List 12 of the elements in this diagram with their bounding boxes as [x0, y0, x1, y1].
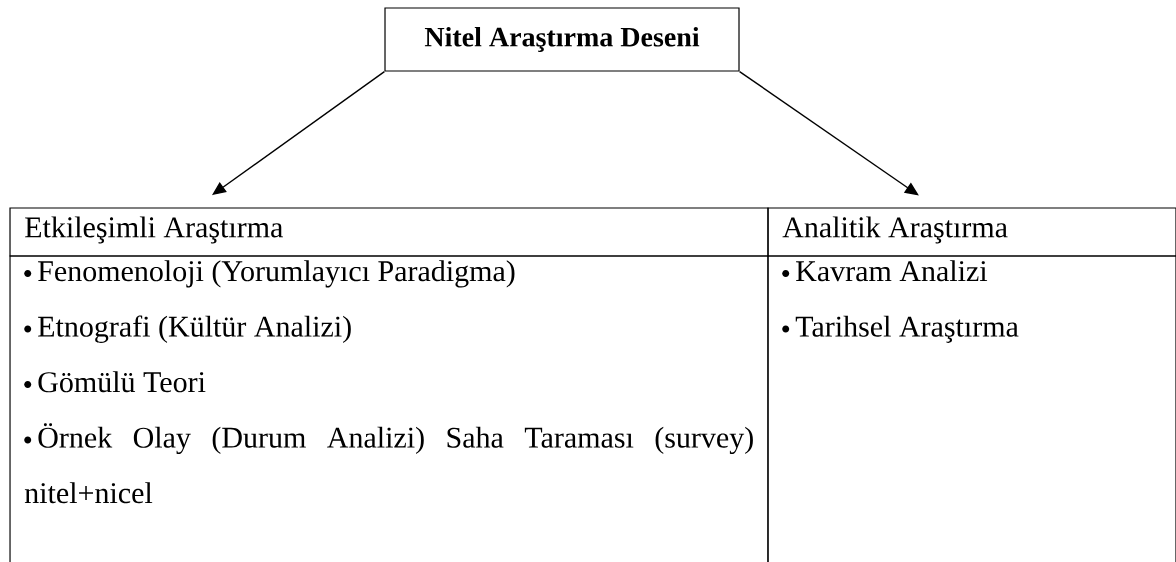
node-label: Fenomenoloji (Yorumlayıcı Paradigma) [38, 260, 515, 288]
header-cell: Etkileşimli Araştırma [9, 207, 769, 257]
header-cell: Analitik Araştırma [767, 207, 1176, 257]
arrow [738, 70, 919, 196]
node-label: Kavram Analizi [796, 260, 988, 282]
title-box: Nitel Araştırma Deseni [384, 7, 740, 72]
list-cell: Kavram Analizi Tarihsel Araştırma [767, 255, 1176, 562]
list-cell: Fenomenoloji (Yorumlayıcı Paradigma) Etnografi (Kültür Analizi) Gömülü Teori Örnek Olay (Durum Analizi) Saha Taraması (survey) nitel+nicel [9, 255, 769, 562]
node-label: Örnek Olay (Durum Analizi) Saha Taraması (survey) nitel+nicel [24, 423, 753, 504]
node-label: Gömülü Teori [38, 371, 206, 393]
node-label: Etnografi (Kültür Analizi) [38, 315, 351, 343]
node-label: Tarihsel Araştırma [795, 315, 1019, 343]
